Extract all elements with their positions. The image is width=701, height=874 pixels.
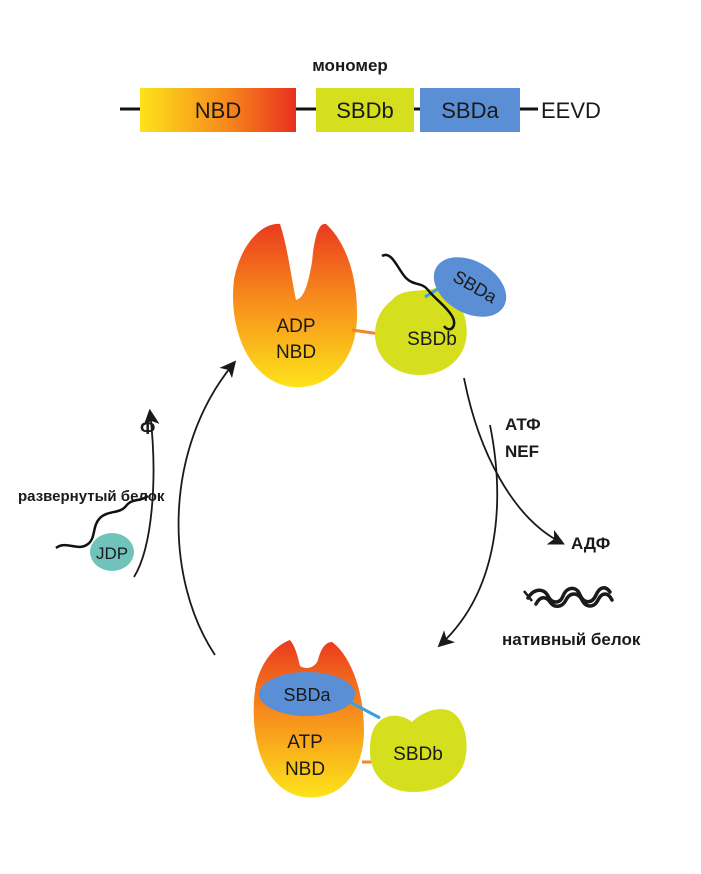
- nef-label: NEF: [505, 442, 539, 461]
- monomer-domain-map: мономер NBD SBDb SBDa EEVD: [120, 56, 601, 132]
- atp-sbdb-label: SBDb: [393, 744, 443, 765]
- bar-nbd-label: NBD: [195, 98, 241, 123]
- cycle-arrow-left: [177, 360, 237, 656]
- adp-state-complex: ADP NBD SBDb SBDa: [233, 223, 507, 388]
- atp-sbdb-shape: [370, 709, 467, 792]
- atp-input-label: АТФ: [505, 415, 541, 434]
- adp-output-label: АДФ: [571, 534, 610, 553]
- bar-sbdb-segment: [316, 88, 414, 132]
- bar-sbdb-label: SBDb: [336, 98, 393, 123]
- adp-nbd-label: NBD: [276, 342, 316, 363]
- bar-nbd-segment: [140, 88, 296, 132]
- cycle-arrow-right: [437, 424, 499, 648]
- native-protein-label: нативный белок: [502, 630, 641, 649]
- nucleotide-exchange-step: АТФ NEF АДФ нативный белок: [463, 377, 641, 649]
- substrate-delivery-step: развернутый белок JDP Ф: [18, 408, 165, 578]
- bar-sbda-label: SBDa: [441, 98, 499, 123]
- jdp-label: JDP: [96, 544, 128, 563]
- unfolded-protein-label: развернутый белок: [18, 488, 165, 505]
- bar-sbda-segment: [420, 88, 520, 132]
- atp-sbda-shape: [259, 672, 355, 716]
- unfolded-protein-chain: [55, 494, 149, 550]
- adp-sbdb-label: SBDb: [407, 329, 457, 350]
- monomer-title: мономер: [312, 56, 388, 75]
- native-protein-tail: [523, 590, 533, 602]
- atp-sbda-label: SBDa: [283, 685, 331, 705]
- atp-nucleotide-label: ATP: [287, 732, 323, 753]
- atp-sbda-linker: [349, 700, 381, 720]
- adp-nucleotide-label: ADP: [276, 316, 315, 337]
- adp-sbda-shape: [433, 257, 507, 317]
- phosphate-release-arrow: [133, 408, 160, 578]
- adp-release-arrow: [463, 377, 565, 545]
- native-protein-helix: [526, 586, 614, 608]
- adp-bound-peptide: [381, 253, 456, 331]
- bar-eevd-label: EEVD: [541, 98, 601, 123]
- jdp-shape: [90, 533, 134, 571]
- adp-nbd-shape: [233, 223, 358, 388]
- atp-state-complex: SBDa ATP NBD SBDb: [253, 640, 467, 798]
- phosphate-label: Ф: [140, 418, 155, 438]
- atp-nbd-label: NBD: [285, 759, 325, 780]
